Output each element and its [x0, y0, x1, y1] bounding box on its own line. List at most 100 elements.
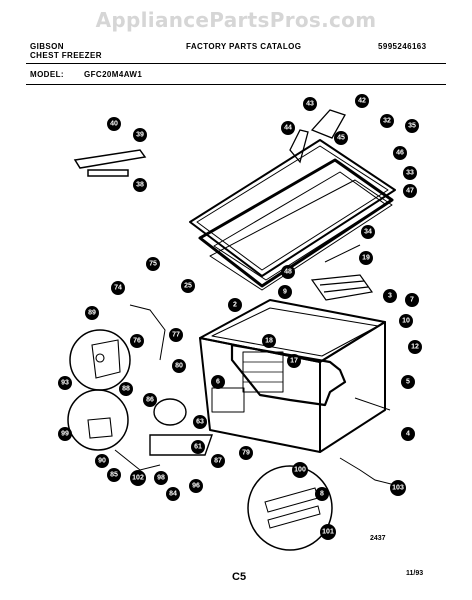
- callout-40: 40: [107, 117, 121, 131]
- callout-3: 3: [383, 289, 397, 303]
- callout-label: 33: [406, 170, 414, 177]
- callout-label: 84: [169, 491, 177, 498]
- callout-87: 87: [211, 454, 225, 468]
- callout-label: 103: [392, 485, 404, 492]
- callout-circle: [334, 131, 348, 145]
- callout-77: 77: [169, 328, 183, 342]
- callout-6: 6: [211, 375, 225, 389]
- detail-circle-bottom-right: [247, 465, 333, 551]
- callout-8: 8: [315, 487, 329, 501]
- callout-45: 45: [334, 131, 348, 145]
- callout-label: 25: [184, 283, 192, 290]
- callout-circle: [278, 285, 292, 299]
- callout-47: 47: [403, 184, 417, 198]
- callout-circle: [320, 524, 336, 540]
- callout-84: 84: [166, 487, 180, 501]
- callout-label: 88: [122, 386, 130, 393]
- callout-circle: [119, 382, 133, 396]
- detail-circle-left-parts: [87, 339, 121, 439]
- callout-label: 79: [242, 450, 250, 457]
- callout-34: 34: [361, 225, 375, 239]
- callout-circle: [393, 146, 407, 160]
- callout-circle: [399, 314, 413, 328]
- callout-label: 34: [364, 229, 372, 236]
- callout-label: 75: [149, 261, 157, 268]
- watermark: AppliancePartsPros.com: [95, 8, 377, 32]
- callout-85: 85: [107, 468, 121, 482]
- callout-label: 99: [61, 431, 69, 438]
- callout-label: 19: [362, 255, 370, 262]
- callout-label: 6: [216, 379, 220, 386]
- callout-99: 99: [58, 427, 72, 441]
- callout-12: 12: [408, 340, 422, 354]
- callout-circle: [403, 166, 417, 180]
- callout-circle: [85, 306, 99, 320]
- callout-label: 48: [284, 269, 292, 276]
- page-code: C5: [232, 571, 247, 583]
- callout-circle: [189, 479, 203, 493]
- callout-circle: [380, 114, 394, 128]
- callout-label: 39: [136, 132, 144, 139]
- callout-35: 35: [405, 119, 419, 133]
- callout-circle: [193, 415, 207, 429]
- callout-circle: [181, 279, 195, 293]
- callout-circle: [401, 375, 415, 389]
- callout-label: 87: [214, 458, 222, 465]
- callout-circle: [292, 462, 308, 478]
- callout-label: 76: [133, 338, 141, 345]
- callout-103: 103: [390, 480, 406, 496]
- brand-line-1: GIBSON: [30, 42, 64, 51]
- callout-7: 7: [405, 293, 419, 307]
- callout-63: 63: [193, 415, 207, 429]
- callout-label: 86: [146, 397, 154, 404]
- callout-76: 76: [130, 334, 144, 348]
- callout-label: 90: [98, 458, 106, 465]
- callout-label: 85: [110, 472, 118, 479]
- callout-label: 18: [265, 338, 273, 345]
- callout-label: 32: [383, 118, 391, 125]
- callout-label: 61: [194, 444, 202, 451]
- header-rule-top: [26, 63, 446, 64]
- callout-74: 74: [111, 281, 125, 295]
- callout-label: 17: [290, 358, 298, 365]
- brand-line-2: CHEST FREEZER: [30, 51, 102, 60]
- callout-circle: [172, 359, 186, 373]
- callout-circle: [361, 225, 375, 239]
- callout-4: 4: [401, 427, 415, 441]
- callout-circle: [359, 251, 373, 265]
- callout-circle: [58, 427, 72, 441]
- detail-circle-left: [67, 329, 131, 451]
- callout-39: 39: [133, 128, 147, 142]
- callout-circle: [154, 471, 168, 485]
- callout-circle: [408, 340, 422, 354]
- callout-88: 88: [119, 382, 133, 396]
- callout-circle: [111, 281, 125, 295]
- callout-label: 100: [294, 467, 306, 474]
- callout-circle: [239, 446, 253, 460]
- callout-circle: [405, 293, 419, 307]
- callout-42: 42: [355, 94, 369, 108]
- callout-label: 77: [172, 332, 180, 339]
- callout-circle: [355, 94, 369, 108]
- callout-label: 96: [192, 483, 200, 490]
- callout-circle: [262, 334, 276, 348]
- callout-label: 2: [233, 302, 237, 309]
- callout-label: 101: [322, 529, 334, 536]
- callout-25: 25: [181, 279, 195, 293]
- callout-circle: [211, 454, 225, 468]
- callout-48: 48: [281, 265, 295, 279]
- hinge-parts: [289, 109, 346, 164]
- drawing-number: 2437: [370, 535, 386, 542]
- callout-circle: [146, 257, 160, 271]
- callout-circle: [95, 454, 109, 468]
- callout-98: 98: [154, 471, 168, 485]
- callout-circle: [130, 470, 146, 486]
- callout-9: 9: [278, 285, 292, 299]
- callout-circle: [287, 354, 301, 368]
- callout-label: 98: [157, 475, 165, 482]
- cabinet-body: [199, 299, 386, 453]
- model-value: GFC20M4AW1: [84, 70, 143, 79]
- callout-100: 100: [292, 462, 308, 478]
